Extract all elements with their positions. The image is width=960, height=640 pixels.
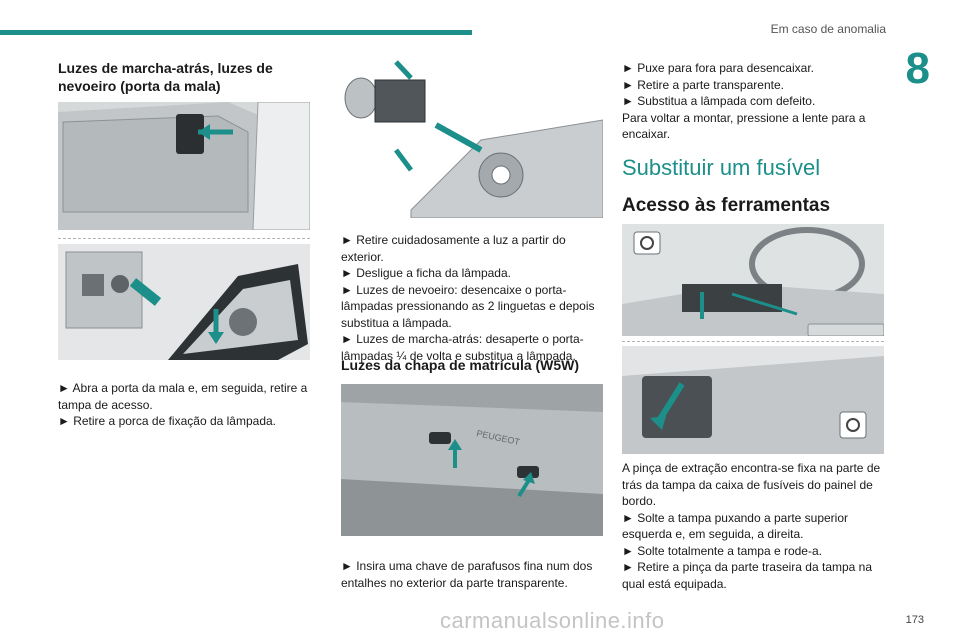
- watermark-text: carmanualsonline.info: [440, 608, 665, 633]
- heading-license-plate-lights: Luzes da chapa de matrícula (W5W): [341, 357, 580, 373]
- col3-instructions-2: A pinça de extração encontra-se fixa na …: [622, 461, 881, 591]
- glovebox-illustration: [622, 346, 884, 454]
- section-title: Em caso de anomalia: [770, 22, 886, 36]
- header-accent-bar: [0, 30, 472, 35]
- figure-license-plate-lights: PEUGEOT: [341, 384, 603, 536]
- figure-tailgate-access-cover: [58, 102, 310, 230]
- col2-instructions-2: ► Insira uma chave de parafusos fina num…: [341, 559, 593, 590]
- dashboard-illustration: [622, 224, 884, 336]
- tailgate-illustration: [58, 102, 310, 230]
- heading-reverse-fog-lights: Luzes de marcha-atrás, luzes de nevoeiro…: [58, 60, 273, 94]
- license-plate-illustration: PEUGEOT: [341, 384, 603, 536]
- chapter-number: 8: [905, 44, 930, 93]
- col1-instructions: ► Abra a porta da mala e, em seguida, re…: [58, 381, 308, 428]
- heading-replace-fuse: Substituir um fusível: [622, 155, 821, 180]
- heading-tools-access: Acesso às ferramentas: [622, 195, 831, 216]
- figure-glovebox-tweezers: [622, 346, 884, 454]
- figure-rear-light-unit: [58, 244, 310, 360]
- figure-light-removal: [341, 50, 603, 218]
- col2-instructions-1: ► Retire cuidadosamente a luz a partir d…: [341, 233, 595, 363]
- col3-instructions-1: ► Puxe para fora para desencaixar. ► Ret…: [622, 61, 866, 141]
- page-number: 173: [905, 614, 924, 626]
- figure-dashboard-fuse-cover: [622, 224, 884, 336]
- figure-divider-2: [622, 341, 884, 342]
- rear-light-illustration: [58, 244, 310, 360]
- figure-divider: [58, 238, 310, 239]
- light-removal-illustration: [341, 50, 603, 218]
